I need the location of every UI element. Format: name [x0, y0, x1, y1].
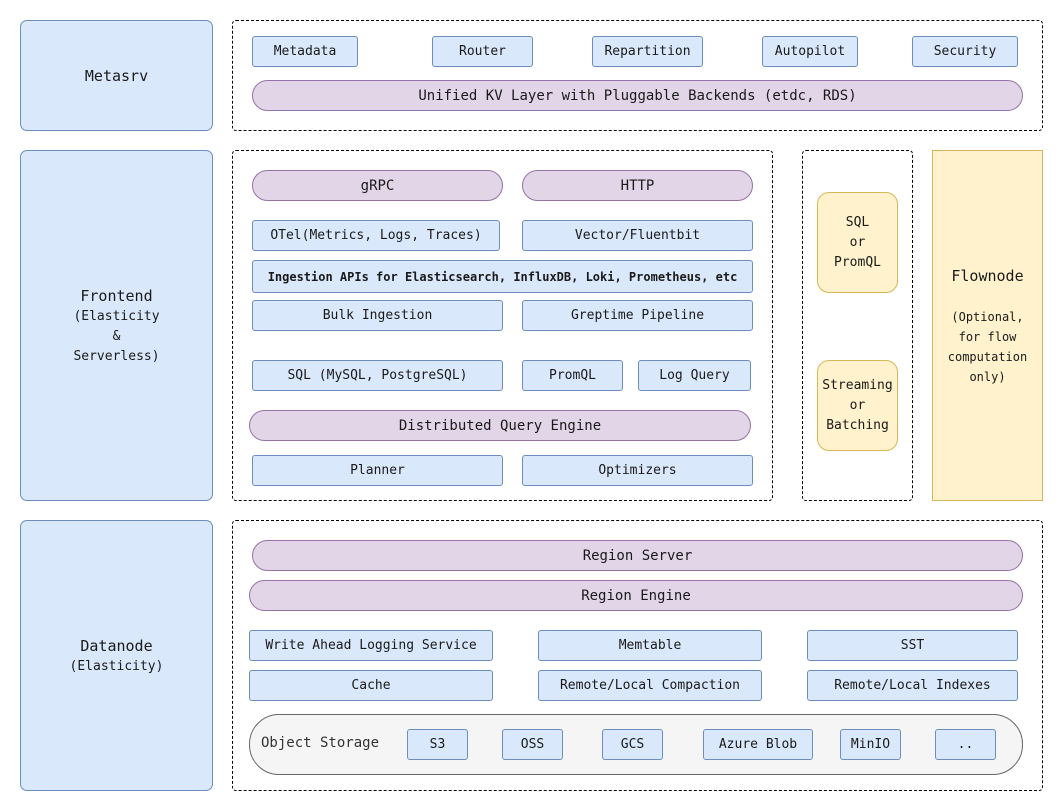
object-storage-label: Object Storage: [261, 735, 380, 751]
storage-minio: MinIO: [840, 729, 901, 760]
router-module: Router: [432, 36, 533, 67]
region-engine: Region Engine: [249, 580, 1023, 611]
planner-box: Planner: [252, 455, 503, 486]
storage-gcs: GCS: [602, 729, 663, 760]
frontend-subtitle-2: &: [112, 328, 121, 344]
frontend-label-box: Frontend (Elasticity & Serverless): [20, 150, 213, 501]
distributed-query-engine: Distributed Query Engine: [249, 410, 751, 441]
frontend-title: Frontend: [80, 286, 153, 305]
memtable-box: Memtable: [538, 630, 762, 661]
sql-or-promql-line-1: SQL: [845, 214, 870, 230]
autopilot-module: Autopilot: [762, 36, 858, 67]
cache-box: Cache: [249, 670, 493, 701]
streaming-or-batching-box: Streaming or Batching: [817, 360, 898, 451]
datanode-title: Datanode: [80, 636, 153, 655]
sql-or-promql-line-2: or: [849, 234, 866, 250]
flownode-sub-2: for flow: [958, 329, 1017, 344]
streaming-line-1: Streaming: [822, 377, 893, 393]
sst-box: SST: [807, 630, 1018, 661]
flownode-sub-3: computation: [947, 349, 1028, 364]
vector-fluentbit-box: Vector/Fluentbit: [522, 220, 753, 251]
flownode-sub-1: (Optional,: [951, 309, 1024, 324]
repartition-module: Repartition: [592, 36, 703, 67]
optimizers-box: Optimizers: [522, 455, 753, 486]
datanode-container: [232, 520, 1043, 791]
indexes-box: Remote/Local Indexes: [807, 670, 1018, 701]
storage-oss: OSS: [502, 729, 563, 760]
datanode-subtitle: (Elasticity): [69, 658, 164, 674]
streaming-line-2: or: [849, 397, 866, 413]
metasrv-label-box: Metasrv: [20, 20, 213, 131]
bulk-ingestion-box: Bulk Ingestion: [252, 300, 503, 331]
sql-box: SQL (MySQL, PostgreSQL): [252, 360, 503, 391]
storage-s3: S3: [407, 729, 468, 760]
security-module: Security: [912, 36, 1018, 67]
datanode-label-box: Datanode (Elasticity): [20, 520, 213, 791]
metasrv-container: [232, 20, 1043, 131]
http-protocol: HTTP: [522, 170, 753, 201]
flow-container: [802, 150, 913, 501]
flownode-sub-4: only): [969, 369, 1006, 384]
frontend-subtitle-1: (Elasticity: [73, 308, 160, 324]
wal-box: Write Ahead Logging Service: [249, 630, 493, 661]
frontend-container: [232, 150, 773, 501]
flownode-title: Flownode: [951, 266, 1024, 285]
log-query-box: Log Query: [638, 360, 751, 391]
streaming-line-3: Batching: [826, 417, 889, 433]
ingestion-apis-box: Ingestion APIs for Elasticsearch, Influx…: [252, 260, 753, 293]
otel-box: OTel(Metrics, Logs, Traces): [252, 220, 500, 251]
greptime-pipeline-box: Greptime Pipeline: [522, 300, 753, 331]
grpc-protocol: gRPC: [252, 170, 503, 201]
storage-azure-blob: Azure Blob: [703, 729, 813, 760]
metadata-module: Metadata: [252, 36, 358, 67]
metasrv-title: Metasrv: [84, 66, 149, 85]
flownode-box: Flownode (Optional, for flow computation…: [932, 150, 1043, 501]
sql-or-promql-box: SQL or PromQL: [817, 192, 898, 293]
unified-kv-layer: Unified KV Layer with Pluggable Backends…: [252, 80, 1023, 111]
frontend-subtitle-3: Serverless): [73, 348, 160, 364]
compaction-box: Remote/Local Compaction: [538, 670, 762, 701]
storage-more: ..: [935, 729, 996, 760]
promql-box: PromQL: [522, 360, 623, 391]
sql-or-promql-line-3: PromQL: [834, 254, 881, 270]
region-server: Region Server: [252, 540, 1023, 571]
